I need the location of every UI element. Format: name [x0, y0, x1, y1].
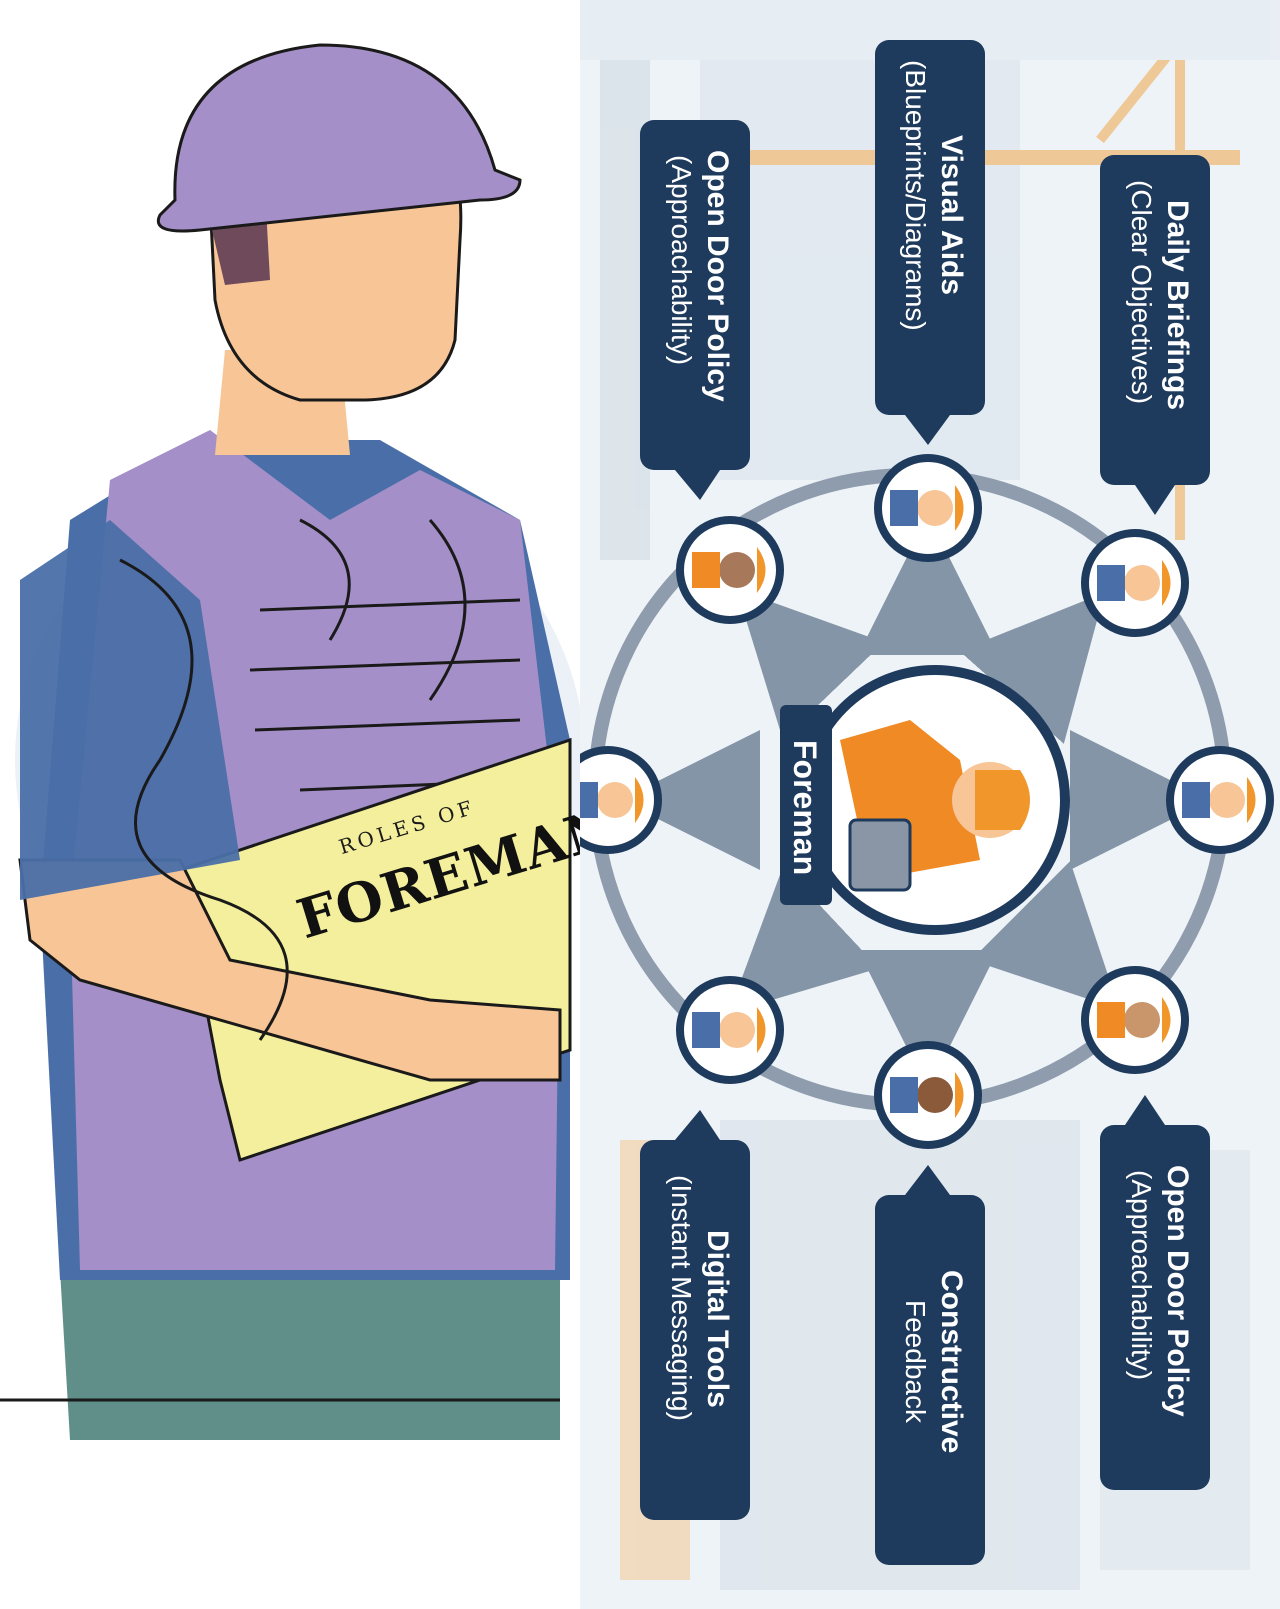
worker-node-right	[1166, 746, 1274, 854]
callout-subtitle: (Instant Messaging)	[666, 1175, 697, 1421]
callout-digital-tools: Digital Tools (Instant Messaging)	[640, 1110, 750, 1520]
callout-open-door-bottom: Open Door Policy (Approachability)	[1100, 1095, 1210, 1490]
callout-open-door-top: Open Door Policy (Approachability)	[640, 120, 750, 500]
arrow-down-right	[971, 861, 1120, 1010]
worker-node-bottom-right	[1081, 966, 1189, 1074]
callout-title: Open Door Policy	[1161, 1165, 1194, 1417]
communication-diagram: Foreman	[580, 0, 1280, 1590]
worker-node-top-right	[1081, 529, 1189, 637]
callout-visual-aids: Visual Aids (Blueprints/Diagrams)	[875, 40, 985, 445]
arrow-down-left	[728, 866, 879, 1013]
foreman-illustration-panel: ROLES OF FOREMAN	[0, 0, 580, 1609]
callout-constructive-feedback: Constructive Feedback	[875, 1165, 985, 1565]
center-foreman: Foreman	[780, 665, 1070, 935]
center-label: Foreman	[787, 740, 823, 875]
callout-subtitle: (Approachability)	[666, 155, 697, 365]
foreman-illustration: ROLES OF FOREMAN	[0, 43, 580, 1440]
worker-nodes	[580, 454, 1274, 1149]
worker-node-left	[580, 746, 662, 854]
callout-title: Constructive	[935, 1270, 968, 1453]
callout-subtitle: (Blueprints/Diagrams)	[900, 60, 931, 331]
pants	[60, 1270, 560, 1440]
callout-title: Digital Tools	[701, 1230, 734, 1408]
center-label-box	[780, 705, 832, 905]
callout-daily-briefings: Daily Briefings (Clear Objectives)	[1100, 155, 1210, 515]
callout-title: Visual Aids	[935, 135, 968, 295]
arms	[18, 858, 562, 1082]
arrows	[620, 515, 1210, 1090]
communication-diagram-panel: Foreman	[580, 0, 1280, 1609]
hard-hat-icon	[975, 770, 1030, 830]
arrow-up-left	[736, 589, 884, 739]
worker-node-top	[874, 454, 982, 562]
callout-title: Open Door Policy	[701, 150, 734, 402]
tablet-icon	[848, 818, 912, 892]
callout-subtitle: (Clear Objectives)	[1126, 180, 1157, 404]
worker-node-top-left	[676, 516, 784, 624]
arrow-up-right	[959, 592, 1105, 744]
callout-subtitle: Feedback	[900, 1300, 931, 1424]
worker-node-bottom-left	[676, 976, 784, 1084]
callout-subtitle: (Approachability)	[1126, 1170, 1157, 1380]
hard-hat-icon	[156, 43, 522, 233]
worker-node-bottom	[874, 1041, 982, 1149]
callout-title: Daily Briefings	[1161, 200, 1194, 410]
